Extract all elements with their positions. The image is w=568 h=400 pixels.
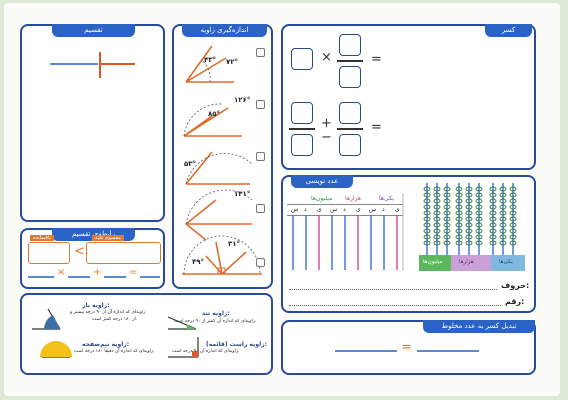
obtuse-desc-1: زاویه‌ای که اندازه آن از ۹۰ درجه بیشتر و [70,310,146,315]
answer-box-4[interactable] [256,204,265,213]
fraction-bar-3 [337,128,363,130]
rel-times: × [57,267,66,278]
col-5: د [343,206,346,213]
angle-label-2: ۷۲° [226,58,239,66]
mixed-line-right[interactable] [417,350,479,352]
digits-line[interactable] [289,305,501,306]
number-writing-panel: عدد نویسی میلیون‌ها هزارها یکی‌ها س د ی … [281,175,536,313]
division-panel: تقسیم [20,24,165,222]
right-desc: زاویه‌ای که اندازه آن ۹۰ درجه است. [172,349,240,354]
acute-desc: زاویه‌ای که اندازه آن کمتر از ۹۰ درجه اس… [174,319,257,324]
fraction-bar-2 [289,128,315,130]
angle-label-3: ۱۲۶° [234,96,251,104]
obtuse-title: زاویه باز: [82,302,110,309]
divisor-tag: مقسوم علیه [92,235,124,241]
fraction-title: کسر [485,24,532,37]
col-3: ی [317,206,322,213]
letters-line[interactable] [289,289,497,290]
place-header-line [287,204,403,205]
number-writing-title: عدد نویسی [291,175,353,188]
fraction-bar-1 [337,60,363,62]
rel-line-3[interactable] [104,276,126,278]
abacus-label-ones: یکی‌ها [499,259,513,265]
divisor-line[interactable] [101,63,135,65]
rel-line-4[interactable] [140,276,160,278]
fraction-minus: − [321,130,332,145]
angle-label-4: ۸۵° [208,110,221,118]
col-8: د [382,206,385,213]
answer-box-3[interactable] [256,152,265,161]
divisor-box[interactable] [86,242,161,264]
angle-label-6: ۱۳۱° [234,190,251,198]
fraction-num-1[interactable] [339,34,361,56]
col-2: د [304,206,307,213]
angle-types-drawings [32,308,199,358]
angle-label-7: ۳۱° [228,240,241,248]
fraction-box-1[interactable] [291,48,313,70]
straight-desc: زاویه‌ای که اندازه آن دقیقاً ۱۸۰ درجه اس… [74,349,155,354]
group-ones: یکی‌ها [379,195,394,202]
place-value-lines [292,183,525,271]
rel-line-1[interactable] [28,276,54,278]
acute-title: زاویه تند: [202,310,230,317]
fraction-den-3[interactable] [339,134,361,156]
remainder-box[interactable] [28,242,70,264]
divisor-vertical [99,52,101,78]
mixed-equals: = [401,340,412,355]
angle-label-1: ۴۳° [204,56,217,64]
right-title: زاویه راست (قائمه): [206,341,268,348]
abacus-label-thousands: هزارها [459,259,474,265]
answer-box-5[interactable] [256,258,265,267]
rel-plus: + [93,267,102,278]
angle-types-panel: زاویه باز: زاویه‌ای که اندازه آن از ۹۰ د… [20,293,273,375]
col-1: س [291,206,299,213]
digits-label: رقم: [505,297,525,306]
dividend-line[interactable] [50,63,98,65]
fraction-eq-1: = [371,52,382,67]
col-6: ی [356,206,361,213]
fraction-num-3[interactable] [339,102,361,124]
fraction-panel: کسر × = + − = [281,24,536,170]
abacus-label-millions: میلیون‌ها [423,259,443,265]
mixed-number-title: تبدیل کسر به عدد مخلوط [423,320,535,333]
group-thousands: هزارها [345,195,362,202]
angle-drawings [182,45,262,275]
rel-equals: = [129,267,138,278]
straight-title: زاویه نیم‌صفحه: [82,341,130,348]
group-millions: میلیون‌ها [311,195,333,202]
letters-label: حروف: [501,281,530,290]
col-4: س [330,206,338,213]
fraction-times: × [321,50,332,65]
mixed-line-left[interactable] [335,350,397,352]
division-relation-panel: رابطه‌ی تقسیم باقیمانده < مقسوم علیه × +… [20,228,165,289]
fraction-plus: + [321,116,332,131]
fraction-den-2[interactable] [291,134,313,156]
division-title: تقسیم [52,24,135,37]
angle-label-5: ۵۳° [184,160,197,168]
fraction-eq-2: = [371,120,382,135]
fraction-den-1[interactable] [339,66,361,88]
rel-line-2[interactable] [68,276,90,278]
obtuse-desc-2: از ۱۸۰ درجه کمتر است. [92,317,138,322]
less-than-sign: < [74,244,85,259]
angle-title: اندازه‌گیری زاویه [182,24,267,37]
mixed-number-panel: تبدیل کسر به عدد مخلوط = [281,320,536,375]
angle-panel: اندازه‌گیری زاویه ۴۳° ۷۲° ۱۲۶° ۸۵° ۵۳° ۱… [172,24,273,289]
angle-label-8: ۴۹° [192,258,205,266]
remainder-tag: باقیمانده [30,235,54,241]
answer-box-2[interactable] [256,100,265,109]
col-7: س [369,206,377,213]
fraction-num-2[interactable] [291,102,313,124]
col-9: ی [395,206,400,213]
answer-box-1[interactable] [256,48,265,57]
